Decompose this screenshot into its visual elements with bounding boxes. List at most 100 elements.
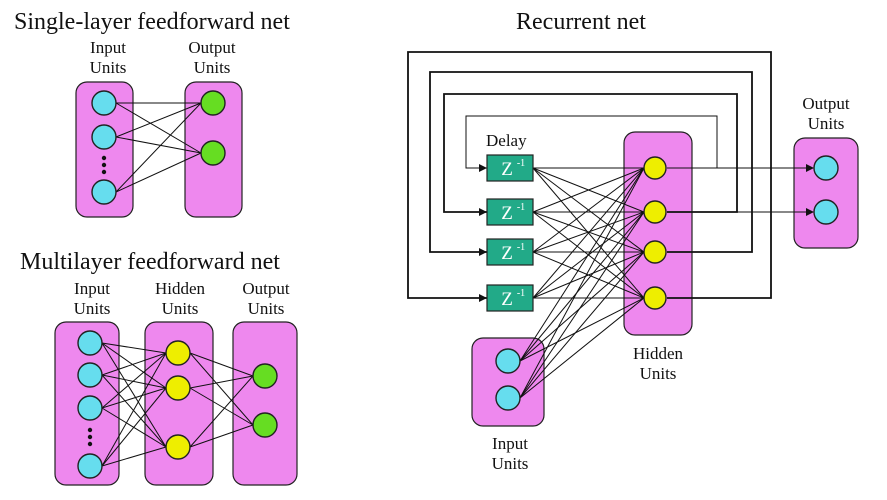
- recurrent-input-panel: [471, 337, 545, 427]
- recurrent-hidden-label: Hidden Units: [618, 344, 698, 384]
- multi-input-hidden-connection: [101, 352, 167, 376]
- delay-box: [486, 154, 534, 182]
- multi-input-hidden-connection: [101, 352, 167, 467]
- recurrent-hidden-node: [643, 286, 667, 310]
- single-layer-input-label-line2: Units: [89, 58, 127, 77]
- delay-hidden-connection: [532, 167, 645, 299]
- multi-input-node: [77, 453, 103, 479]
- single-input-ellipsis: [101, 162, 107, 168]
- single-layer-input-label: Input Units: [68, 38, 148, 78]
- single-layer-output-label-line1: Output: [188, 38, 236, 57]
- multilayer-input-label: Input Units: [52, 279, 132, 319]
- input-hidden-connection: [519, 251, 645, 362]
- input-hidden-connection: [519, 167, 645, 399]
- recurrent-hidden-node: [643, 200, 667, 224]
- single-layer-title: Single-layer feedforward net: [14, 9, 290, 35]
- delay-box-label: Z: [501, 289, 513, 310]
- multi-hidden-output-connection: [189, 387, 254, 426]
- multi-hidden-output-connection: [189, 352, 254, 377]
- delay-box-exponent: -1: [517, 288, 525, 299]
- delay-box-label: Z: [501, 203, 513, 224]
- multi-input-hidden-connection: [101, 342, 167, 389]
- delay-box: [486, 284, 534, 312]
- delay-box-exponent: -1: [517, 202, 525, 213]
- multi-input-hidden-connection: [101, 387, 167, 409]
- multi-hidden-output-connection: [189, 424, 254, 448]
- delay-hidden-connection: [532, 251, 645, 299]
- feedback-loop-3-arrow: [479, 248, 487, 256]
- recurrent-title: Recurrent net: [516, 9, 646, 35]
- input-hidden-connection: [519, 251, 645, 399]
- input-hidden-connection: [519, 297, 645, 362]
- single-layer-connection: [115, 102, 202, 193]
- multi-hidden-output-connection: [189, 375, 254, 448]
- feedback-loop-2: [443, 93, 738, 213]
- single-input-ellipsis: [101, 169, 107, 175]
- recurrent-output-panel: [793, 137, 859, 249]
- delay-box-label: Z: [501, 159, 513, 180]
- multi-output-panel: [232, 321, 298, 486]
- multilayer-title: Multilayer feedforward net: [20, 249, 280, 275]
- multilayer-output-label-line2: Units: [247, 299, 285, 318]
- single-input-ellipsis: [101, 155, 107, 161]
- multi-input-hidden-connection: [101, 352, 167, 409]
- multilayer-hidden-label-line1: Hidden: [154, 279, 206, 298]
- single-layer-connection: [115, 102, 202, 154]
- multi-input-node: [77, 362, 103, 388]
- multi-output-node: [252, 363, 278, 389]
- hidden-to-output-arrowhead: [806, 164, 814, 172]
- multilayer-output-label: Output Units: [226, 279, 306, 319]
- multi-input-hidden-connection: [101, 446, 167, 467]
- delay-hidden-connection: [532, 167, 645, 253]
- recurrent-input-node: [495, 348, 521, 374]
- delay-hidden-connection: [532, 211, 645, 253]
- single-input-node: [91, 90, 117, 116]
- recurrent-input-label-line2: Units: [491, 454, 529, 473]
- recurrent-output-node: [813, 199, 839, 225]
- multi-input-hidden-connection: [101, 342, 167, 354]
- single-layer-output-label-line2: Units: [193, 58, 231, 77]
- single-input-node: [91, 179, 117, 205]
- multi-input-ellipsis: [87, 427, 93, 433]
- multilayer-input-label-line1: Input: [74, 279, 110, 298]
- input-hidden-connection: [519, 211, 645, 399]
- multi-hidden-node: [165, 375, 191, 401]
- recurrent-hidden-node: [643, 156, 667, 180]
- delay-box-exponent: -1: [517, 242, 525, 253]
- multi-hidden-output-connection: [189, 352, 254, 426]
- delay-box-label: Z: [501, 243, 513, 264]
- feedback-loop-4-arrow: [479, 294, 487, 302]
- multi-input-hidden-connection: [101, 374, 167, 448]
- multi-input-ellipsis: [87, 441, 93, 447]
- feedback-loop-2-arrow: [479, 208, 487, 216]
- single-layer-connection: [115, 102, 202, 138]
- feedback-loop-3: [429, 71, 753, 253]
- multilayer-hidden-label: Hidden Units: [140, 279, 220, 319]
- single-layer-output-label: Output Units: [172, 38, 252, 78]
- single-layer-connection: [115, 152, 202, 193]
- recurrent-hidden-panel: [623, 131, 693, 336]
- single-output-node: [200, 90, 226, 116]
- recurrent-output-label-line2: Units: [807, 114, 845, 133]
- multilayer-hidden-label-line2: Units: [161, 299, 199, 318]
- recurrent-output-node: [813, 155, 839, 181]
- delay-hidden-connection: [532, 167, 645, 213]
- feedback-loop-4: [407, 51, 772, 299]
- recurrent-output-label-line1: Output: [802, 94, 850, 113]
- single-input-node: [91, 124, 117, 150]
- multi-input-hidden-connection: [101, 387, 167, 467]
- multi-hidden-output-connection: [189, 375, 254, 389]
- multi-input-hidden-connection: [101, 374, 167, 389]
- recurrent-hidden-label-line1: Hidden: [632, 344, 684, 363]
- delay-box-exponent: -1: [517, 158, 525, 169]
- recurrent-input-node: [495, 385, 521, 411]
- recurrent-input-label-line1: Input: [492, 434, 528, 453]
- hidden-to-output-arrowhead: [806, 208, 814, 216]
- single-layer-input-label-line1: Input: [90, 38, 126, 57]
- recurrent-hidden-label-line2: Units: [639, 364, 677, 383]
- multi-input-node: [77, 330, 103, 356]
- multilayer-input-label-line2: Units: [73, 299, 111, 318]
- delay-box: [486, 238, 534, 266]
